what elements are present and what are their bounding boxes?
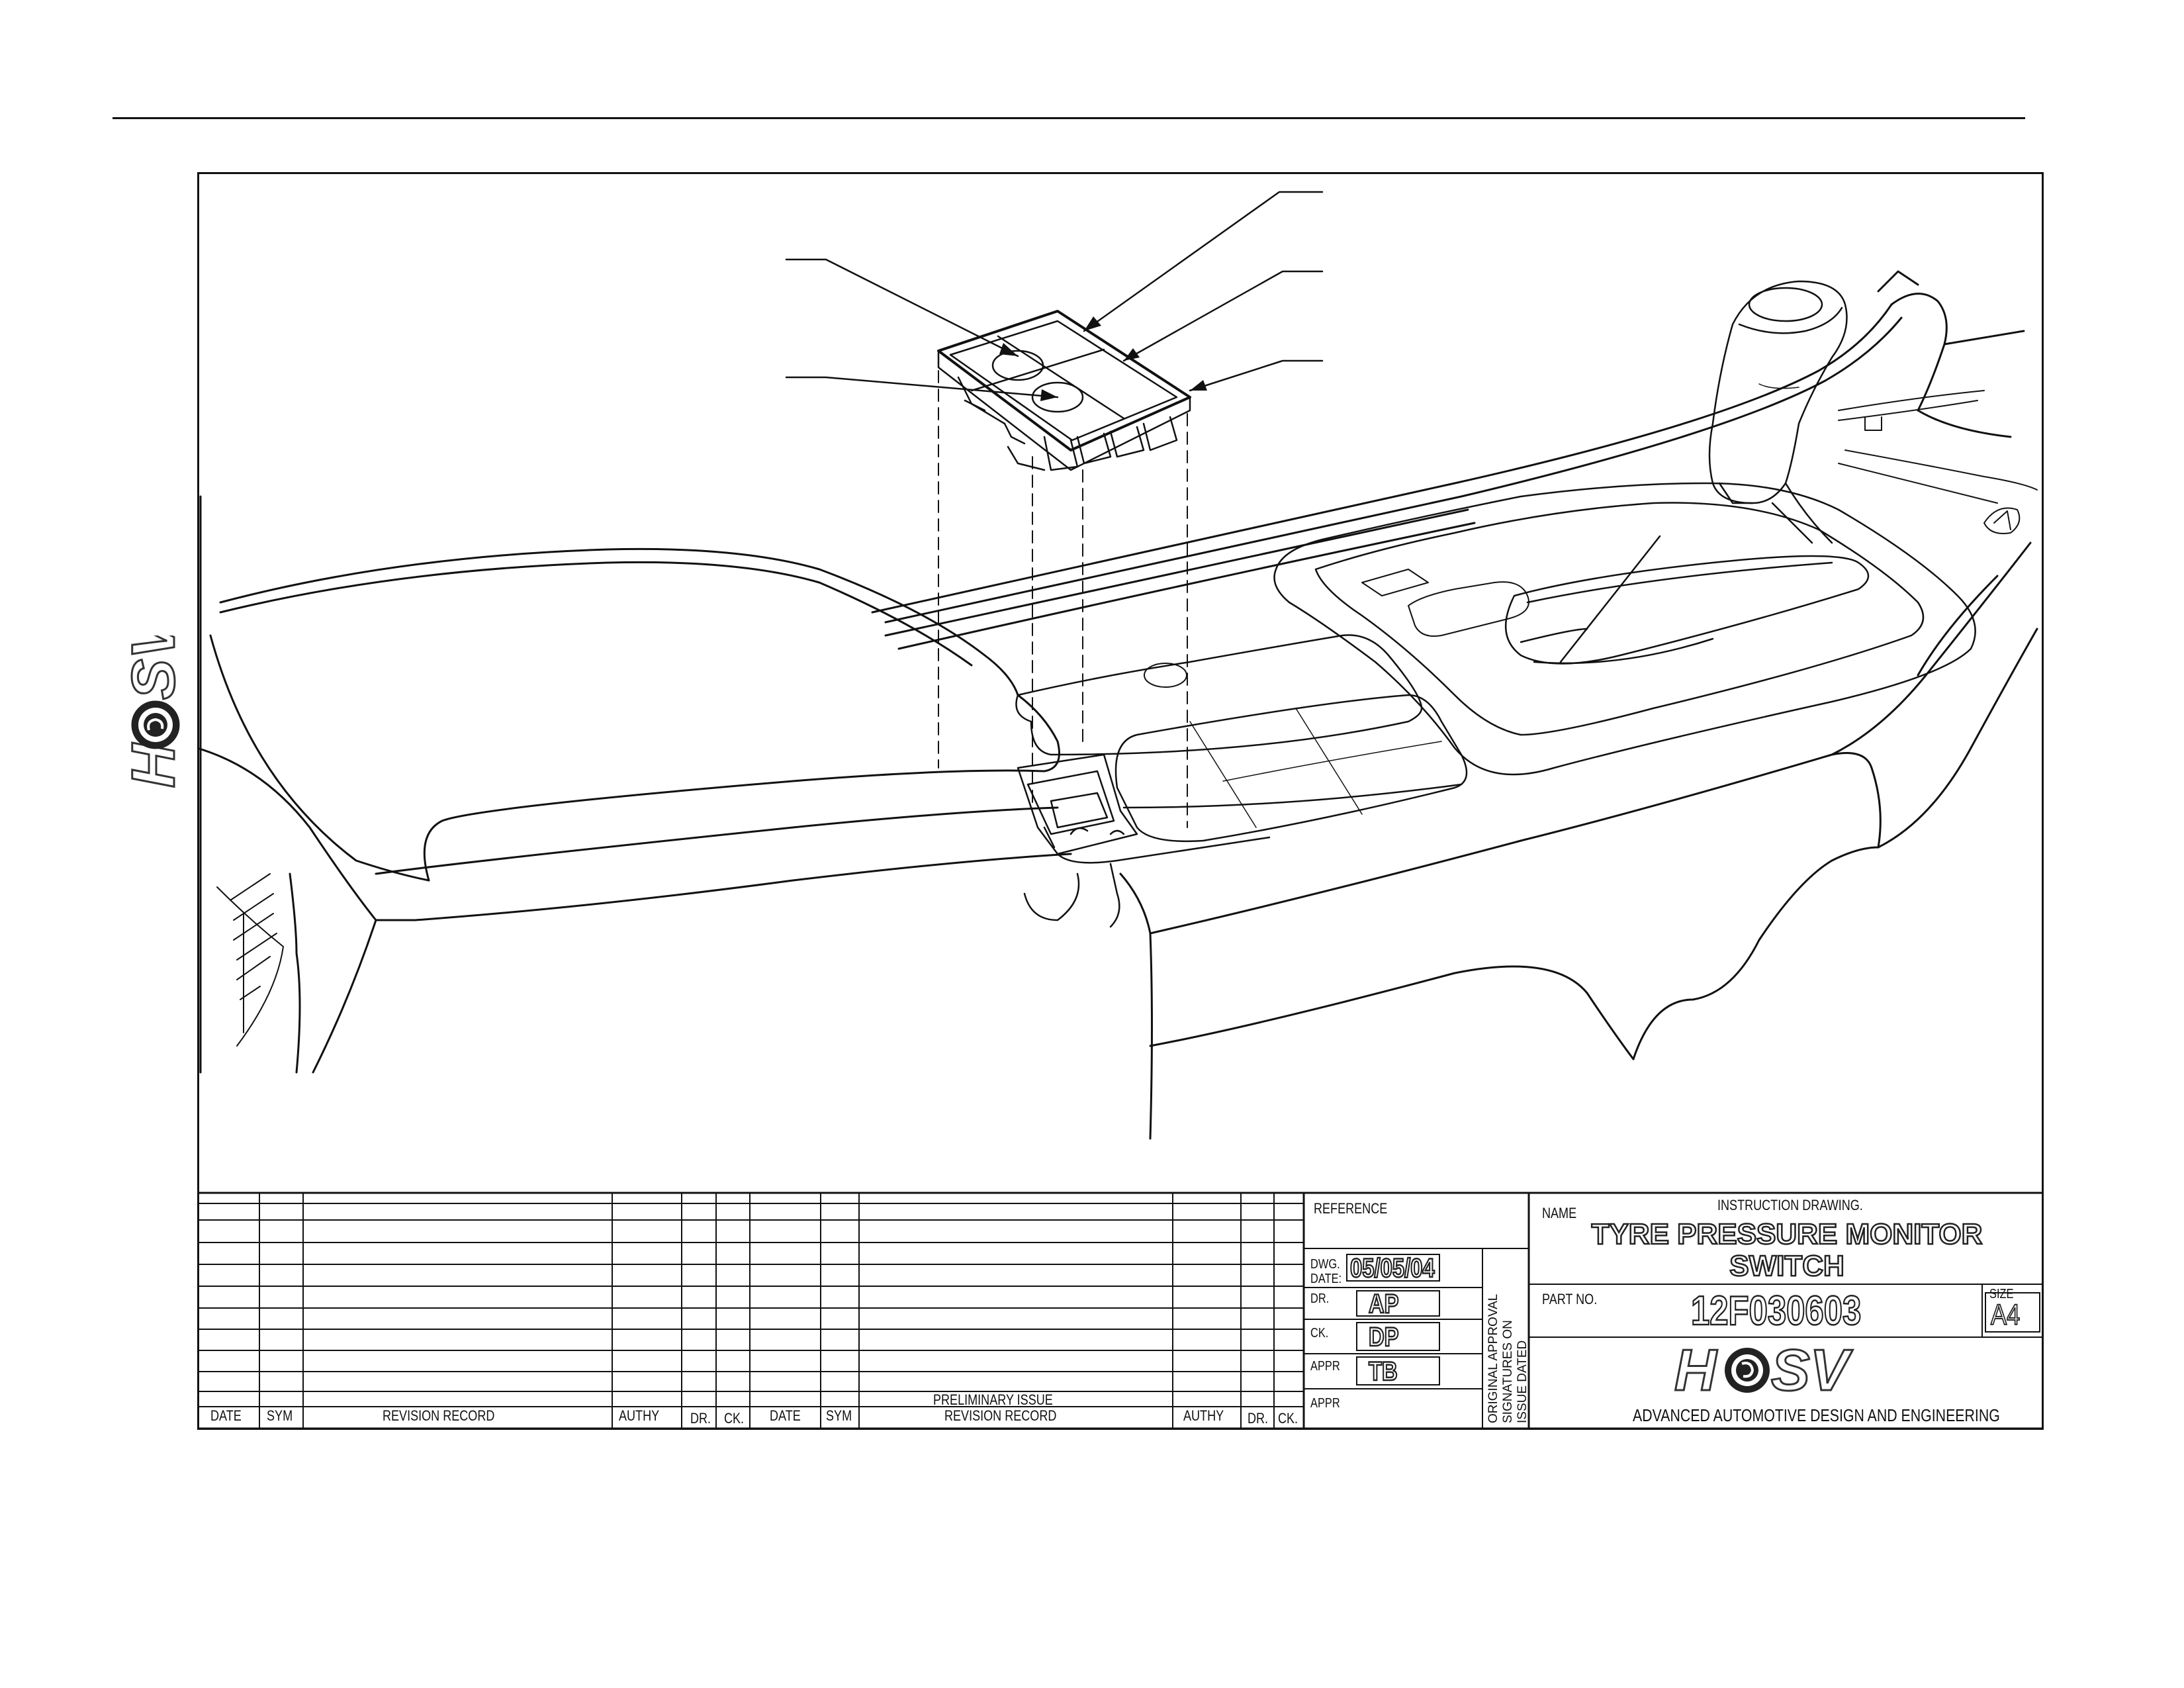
rev-header-ck: CK. bbox=[724, 1410, 745, 1427]
leader-arrowheads bbox=[999, 316, 1207, 401]
shifter-surround bbox=[1273, 482, 1976, 776]
company-tagline: ADVANCED AUTOMOTIVE DESIGN AND ENGINEERI… bbox=[1633, 1405, 2000, 1425]
console-body bbox=[1119, 541, 2038, 1140]
title-hsv-logo: H SV bbox=[1674, 1336, 1854, 1404]
name-block-lines bbox=[1529, 1284, 2044, 1338]
date-label: DATE: bbox=[1310, 1272, 1342, 1286]
svg-text:SV: SV bbox=[120, 635, 187, 700]
name-label: NAME bbox=[1542, 1205, 1577, 1221]
armrest-outline bbox=[197, 547, 1072, 1074]
rev-header-authy: AUTHY bbox=[619, 1407, 660, 1424]
ck-value: DP bbox=[1368, 1323, 1400, 1352]
appr2-label: APPR bbox=[1310, 1396, 1340, 1411]
part-no-label: PART NO. bbox=[1542, 1291, 1598, 1307]
dr-label: DR. bbox=[1310, 1291, 1330, 1306]
console-rails bbox=[871, 270, 2025, 650]
part-no-value: 12F030603 bbox=[1690, 1288, 1862, 1334]
appr-label: APPR bbox=[1310, 1359, 1340, 1374]
reference-label: REFERENCE bbox=[1314, 1200, 1388, 1217]
rev-header-record-2: REVISION RECORD bbox=[944, 1407, 1057, 1424]
revision-column-lines bbox=[259, 1193, 1305, 1429]
assembly-lines bbox=[938, 370, 1188, 828]
side-vents bbox=[216, 873, 284, 1047]
leader-lines bbox=[785, 191, 1324, 399]
dwg-label: DWG. bbox=[1310, 1257, 1340, 1272]
signature-note-line1: ORIGINAL APPROVAL bbox=[1486, 1293, 1500, 1423]
rev-header-ck-2: CK. bbox=[1278, 1410, 1298, 1427]
side-hsv-logo: H SV bbox=[119, 635, 189, 789]
dr-value: AP bbox=[1368, 1289, 1400, 1319]
switch-cavity bbox=[1017, 753, 1271, 928]
svg-text:H: H bbox=[1674, 1337, 1718, 1403]
rev-header-date: DATE bbox=[210, 1407, 242, 1424]
rev-header-sym: SYM bbox=[267, 1407, 293, 1424]
drawing-title-line1: TYRE PRESSURE MONITOR bbox=[1590, 1217, 1983, 1252]
appr-value: TB bbox=[1368, 1357, 1398, 1386]
rev-header-authy-2: AUTHY bbox=[1183, 1407, 1224, 1424]
rev-header-sym-2: SYM bbox=[826, 1407, 852, 1424]
size-label: SIZE bbox=[1989, 1287, 2014, 1301]
drawing-title-line2: SWITCH bbox=[1729, 1250, 1845, 1282]
signature-note-line3: ISSUE DATED bbox=[1516, 1340, 1529, 1423]
rev-header-dr-2: DR. bbox=[1248, 1410, 1269, 1427]
rev-header-dr: DR. bbox=[690, 1410, 711, 1427]
size-value: A4 bbox=[1990, 1299, 2021, 1331]
drawing-type: INSTRUCTION DRAWING. bbox=[1717, 1197, 1863, 1213]
tpms-switch-component bbox=[937, 310, 1191, 471]
rev-header-date-2: DATE bbox=[770, 1407, 801, 1424]
storage-tray bbox=[1015, 634, 1423, 756]
gear-knob bbox=[1708, 280, 1848, 544]
signature-note: ORIGINAL APPROVAL SIGNATURES ON ISSUE DA… bbox=[1486, 1293, 1530, 1423]
right-details bbox=[1838, 390, 2038, 534]
rev-header-record: REVISION RECORD bbox=[383, 1407, 495, 1424]
svg-text:SV: SV bbox=[1771, 1337, 1853, 1403]
svg-text:H: H bbox=[120, 742, 187, 788]
ck-label: CK. bbox=[1310, 1326, 1329, 1340]
grid-lid bbox=[1115, 694, 1468, 843]
top-rule bbox=[113, 117, 2025, 119]
preliminary-issue-note: PRELIMINARY ISSUE bbox=[933, 1391, 1053, 1408]
signature-note-line2: SIGNATURES ON bbox=[1501, 1320, 1515, 1423]
console-drawing bbox=[197, 191, 2038, 1140]
approvals-lines bbox=[1304, 1193, 1530, 1429]
drawing-title: TYRE PRESSURE MONITOR SWITCH bbox=[1575, 1217, 1999, 1282]
dwg-date-value: 05/05/04 bbox=[1349, 1254, 1435, 1283]
